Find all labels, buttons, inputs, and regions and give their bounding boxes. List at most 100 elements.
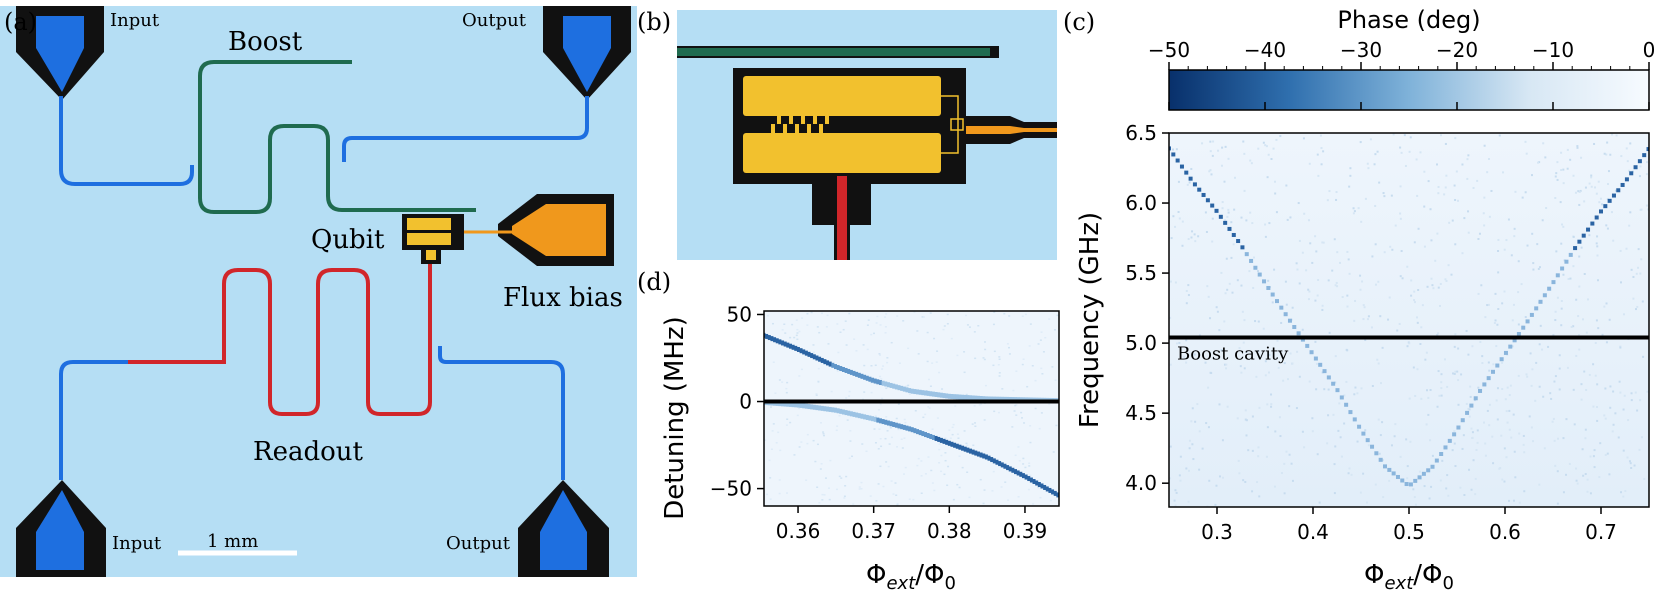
noise-pixel [1418,470,1421,473]
noise-pixel [1296,350,1299,353]
noise-pixel [885,313,888,315]
trace-point [1590,221,1595,226]
colorbar-label: Phase (deg) [1337,6,1480,34]
noise-pixel [1590,185,1593,188]
noise-pixel [1461,447,1464,450]
noise-pixel [1187,284,1190,287]
noise-pixel [1427,413,1430,416]
noise-pixel [1632,297,1635,300]
noise-pixel [1597,279,1600,282]
noise-pixel [1174,504,1177,507]
noise-pixel [1528,415,1531,418]
noise-pixel [1174,225,1177,228]
noise-pixel [1536,243,1539,246]
noise-pixel [1288,453,1291,456]
noise-pixel [982,502,985,505]
branch-1-point [942,393,946,399]
branch-2-point [831,407,835,413]
branch-1-point [929,391,933,397]
noise-pixel [1447,264,1450,267]
noise-pixel [1575,467,1578,470]
noise-pixel [1531,232,1534,235]
trace-point [1503,350,1508,355]
noise-pixel [1240,371,1243,374]
noise-pixel [1584,428,1587,431]
noise-pixel [1209,169,1212,172]
branch-2-point [786,401,790,407]
trace-point [1257,272,1262,277]
noise-pixel [1545,207,1548,210]
y-axis-label-c: Frequency (GHz) [1075,212,1105,428]
noise-pixel [778,379,781,381]
noise-pixel [1216,310,1219,313]
noise-pixel [863,364,866,367]
noise-pixel [1603,152,1606,155]
noise-pixel [1492,462,1495,465]
noise-pixel [1627,419,1630,422]
noise-pixel [1440,134,1443,137]
noise-pixel [944,459,947,462]
noise-pixel [1037,486,1040,489]
noise-pixel [1226,405,1229,408]
noise-pixel [929,312,932,314]
trace-point [1538,299,1543,304]
noise-pixel [1477,292,1480,295]
noise-pixel [1572,174,1575,177]
noise-pixel [896,502,899,505]
branch-2-point [998,461,1002,467]
noise-pixel [1314,340,1317,343]
noise-pixel [1421,304,1424,307]
y-tick-label-d: 0 [739,390,752,414]
noise-pixel [1508,394,1511,397]
noise-pixel [818,331,821,334]
noise-pixel [1578,348,1581,351]
noise-pixel [1417,289,1420,292]
noise-pixel [897,403,900,405]
noise-pixel [1362,304,1365,307]
branch-1-point [791,344,795,350]
branch-1-point [852,370,856,376]
input-pad-top [16,6,104,100]
noise-pixel [1227,208,1230,211]
noise-pixel [1625,247,1628,250]
noise-pixel [1369,138,1372,141]
noise-pixel [1227,157,1230,160]
boost-resonator [198,60,476,214]
noise-pixel [1423,245,1426,248]
noise-pixel [1373,163,1376,166]
noise-pixel [890,341,893,344]
noise-pixel [1609,406,1612,409]
noise-pixel [1596,406,1599,409]
noise-pixel [1279,435,1282,438]
noise-pixel [1497,307,1500,310]
noise-pixel [1554,310,1557,313]
noise-pixel [1576,145,1579,148]
branch-2-point [976,451,980,457]
branch-2-point [1024,474,1028,480]
noise-pixel [1506,386,1509,389]
branch-1-point [767,335,771,341]
noise-pixel [1484,454,1487,457]
noise-pixel [1175,148,1178,151]
noise-pixel [1534,399,1537,402]
noise-pixel [1408,397,1411,400]
noise-pixel [1461,163,1464,166]
noise-pixel [1566,366,1569,369]
noise-pixel [1560,307,1563,310]
noise-pixel [1604,417,1607,420]
noise-pixel [870,365,873,367]
noise-pixel [1472,459,1475,462]
noise-pixel [1187,469,1190,472]
noise-pixel [1598,201,1601,204]
noise-pixel [1181,220,1184,223]
noise-pixel [1619,249,1622,252]
noise-pixel [1444,142,1447,145]
trace-point [1335,388,1340,393]
noise-pixel [1173,499,1176,502]
noise-pixel [1615,134,1618,137]
trace-point [1231,232,1236,237]
noise-pixel [1302,137,1305,140]
noise-pixel [1245,351,1248,354]
branch-1-point [939,392,943,398]
noise-pixel [1243,367,1246,370]
